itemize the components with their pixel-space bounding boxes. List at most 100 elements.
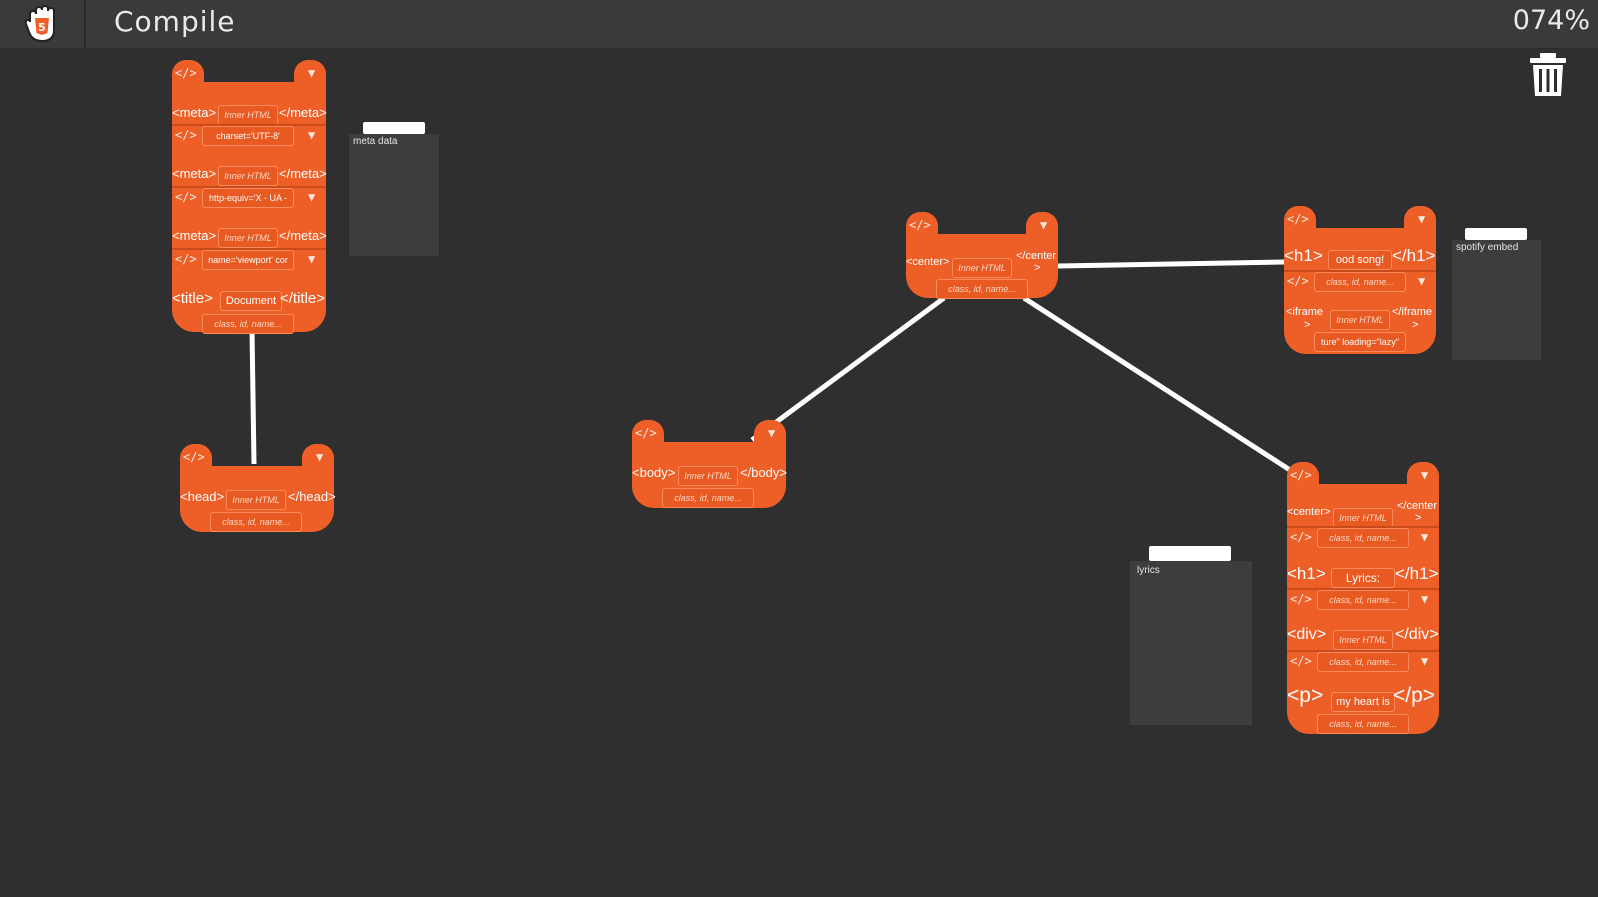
code-brackets-icon[interactable]: </> xyxy=(175,252,197,266)
div-open-tag: <div> xyxy=(1287,626,1327,643)
meta-attr-input[interactable]: charset='UTF-8' xyxy=(202,126,294,146)
code-brackets-icon[interactable]: </> xyxy=(909,218,931,232)
html5-badge-icon[interactable]: ▼ xyxy=(308,252,316,266)
h1-inner-input[interactable]: ood song! xyxy=(1328,250,1392,270)
code-brackets-icon[interactable]: </> xyxy=(175,128,197,142)
code-brackets-icon[interactable]: </> xyxy=(635,426,657,440)
center-open-tag: <center> xyxy=(906,256,950,268)
title-open-tag: <title> xyxy=(172,290,213,307)
center-close-tag-end: > xyxy=(1034,262,1041,274)
top-toolbar: 5 Compile 074% xyxy=(0,0,1598,49)
html5-badge-icon[interactable]: ▼ xyxy=(308,190,316,204)
head-attr-input[interactable]: class, id, name... xyxy=(210,512,302,532)
center-inner-input[interactable]: Inner HTML xyxy=(1333,508,1393,528)
iframe-attr-input[interactable]: ture" loading="lazy" xyxy=(1314,332,1406,352)
head-close-tag: </head> xyxy=(288,489,336,504)
html5-badge-icon[interactable]: ▼ xyxy=(316,450,324,464)
center-close-tag: </center xyxy=(1397,500,1438,512)
div-attr-input[interactable]: class, id, name... xyxy=(1317,652,1409,672)
h1-inner-input[interactable]: Lyrics: xyxy=(1331,568,1395,588)
center-block[interactable]: </> ▼ <center> Inner HTML </center > cla… xyxy=(906,212,1058,299)
song-stack-block[interactable]: </> ▼ <h1> ood song! </h1> </> class, id… xyxy=(1284,206,1436,354)
head-open-tag: <head> xyxy=(180,489,225,504)
h1-close-tag: </h1> xyxy=(1395,564,1439,583)
title-close-tag: </title> xyxy=(280,290,326,307)
head-inner-input[interactable]: Inner HTML xyxy=(226,490,286,510)
center-attr-input[interactable]: class, id, name... xyxy=(1317,528,1409,548)
code-brackets-icon[interactable]: </> xyxy=(1287,274,1309,288)
html5-badge-icon[interactable]: ▼ xyxy=(1418,274,1426,288)
html5-badge-icon[interactable]: ▼ xyxy=(308,66,316,80)
html5-badge-icon[interactable]: ▼ xyxy=(1418,212,1426,226)
html5-badge-icon[interactable]: ▼ xyxy=(1421,654,1429,668)
head-stack-block[interactable]: </> ▼ <meta> Inner HTML </meta> </> char… xyxy=(172,60,327,334)
p-close-tag: </p> xyxy=(1393,684,1436,707)
meta-open-tag: <meta> xyxy=(172,228,217,243)
title-attr-input[interactable]: class, id, name... xyxy=(202,314,294,334)
note-label: spotify embed xyxy=(1456,242,1519,253)
code-brackets-icon[interactable]: </> xyxy=(183,450,205,464)
iframe-close-tag-end: > xyxy=(1412,319,1419,331)
html5-badge-icon[interactable]: ▼ xyxy=(1040,218,1048,232)
code-brackets-icon[interactable]: </> xyxy=(1290,468,1312,482)
meta-close-tag: </meta> xyxy=(279,228,327,243)
iframe-close-tag: </iframe xyxy=(1392,306,1433,318)
title-inner-input[interactable]: Document xyxy=(220,291,282,311)
meta-close-tag: </meta> xyxy=(279,105,327,120)
h1-attr-input[interactable]: class, id, name... xyxy=(1314,272,1406,292)
h1-attr-input[interactable]: class, id, name... xyxy=(1317,590,1409,610)
iframe-open-tag-end: > xyxy=(1304,319,1311,331)
body-close-tag: </body> xyxy=(740,465,787,480)
code-brackets-icon[interactable]: </> xyxy=(175,190,197,204)
html5-badge-icon[interactable]: ▼ xyxy=(1421,530,1429,544)
wire-center-song xyxy=(1057,259,1285,269)
meta-inner-input[interactable]: Inner HTML xyxy=(218,228,278,248)
body-inner-input[interactable]: Inner HTML xyxy=(678,466,738,486)
meta-attr-input[interactable]: name='viewport' cor xyxy=(202,250,294,270)
code-brackets-icon[interactable]: </> xyxy=(1287,212,1309,226)
note-meta[interactable]: meta data xyxy=(349,122,439,256)
html5-badge-icon[interactable]: ▼ xyxy=(1421,468,1429,482)
body-block[interactable]: </> ▼ <body> Inner HTML </body> class, i… xyxy=(632,420,787,508)
html5-badge-icon[interactable]: ▼ xyxy=(308,128,316,142)
html5-badge-icon[interactable]: ▼ xyxy=(768,426,776,440)
meta-inner-input[interactable]: Inner HTML xyxy=(218,105,278,125)
logo-button[interactable]: 5 xyxy=(0,0,86,48)
center-close-tag-end: > xyxy=(1415,512,1422,524)
div-close-tag: </div> xyxy=(1395,626,1439,643)
h1-close-tag: </h1> xyxy=(1392,246,1436,265)
note-lyrics[interactable]: lyrics xyxy=(1130,546,1252,725)
meta-close-tag: </meta> xyxy=(279,166,327,181)
h1-open-tag: <h1> xyxy=(1284,246,1323,265)
head-block[interactable]: </> ▼ <head> Inner HTML </head> class, i… xyxy=(180,444,336,532)
lyrics-stack-block[interactable]: </> ▼ <center> Inner HTML </center > </>… xyxy=(1287,462,1439,734)
div-inner-input[interactable]: Inner HTML xyxy=(1333,630,1393,650)
body-attr-input[interactable]: class, id, name... xyxy=(662,488,754,508)
code-brackets-icon[interactable]: </> xyxy=(1290,654,1312,668)
meta-attr-input[interactable]: http-equiv='X - UA - xyxy=(202,188,294,208)
note-spotify[interactable]: spotify embed xyxy=(1452,228,1541,360)
p-attr-input[interactable]: class, id, name... xyxy=(1317,714,1409,734)
meta-open-tag: <meta> xyxy=(172,105,217,120)
code-brackets-icon[interactable]: </> xyxy=(1290,592,1312,606)
hand-html5-icon: 5 xyxy=(24,4,55,43)
note-label: lyrics xyxy=(1137,565,1160,576)
wire-center-lyrics xyxy=(1022,295,1292,473)
iframe-inner-input[interactable]: Inner HTML xyxy=(1330,310,1390,330)
center-inner-input[interactable]: Inner HTML xyxy=(952,258,1012,278)
zoom-level: 074% xyxy=(1512,5,1590,36)
code-brackets-icon[interactable]: </> xyxy=(1290,530,1312,544)
svg-text:5: 5 xyxy=(38,21,46,34)
trash-icon[interactable] xyxy=(1528,52,1568,98)
html5-badge-icon[interactable]: ▼ xyxy=(1421,592,1429,606)
meta-inner-input[interactable]: Inner HTML xyxy=(218,166,278,186)
center-attr-input[interactable]: class, id, name... xyxy=(936,279,1028,299)
center-open-tag: <center> xyxy=(1287,506,1331,518)
wire-center-body xyxy=(750,295,946,443)
code-brackets-icon[interactable]: </> xyxy=(175,66,197,80)
h1-open-tag: <h1> xyxy=(1287,564,1326,583)
compile-button[interactable]: Compile xyxy=(114,5,236,38)
p-open-tag: <p> xyxy=(1287,684,1324,707)
meta-open-tag: <meta> xyxy=(172,166,217,181)
p-inner-input[interactable]: my heart is xyxy=(1331,692,1395,712)
